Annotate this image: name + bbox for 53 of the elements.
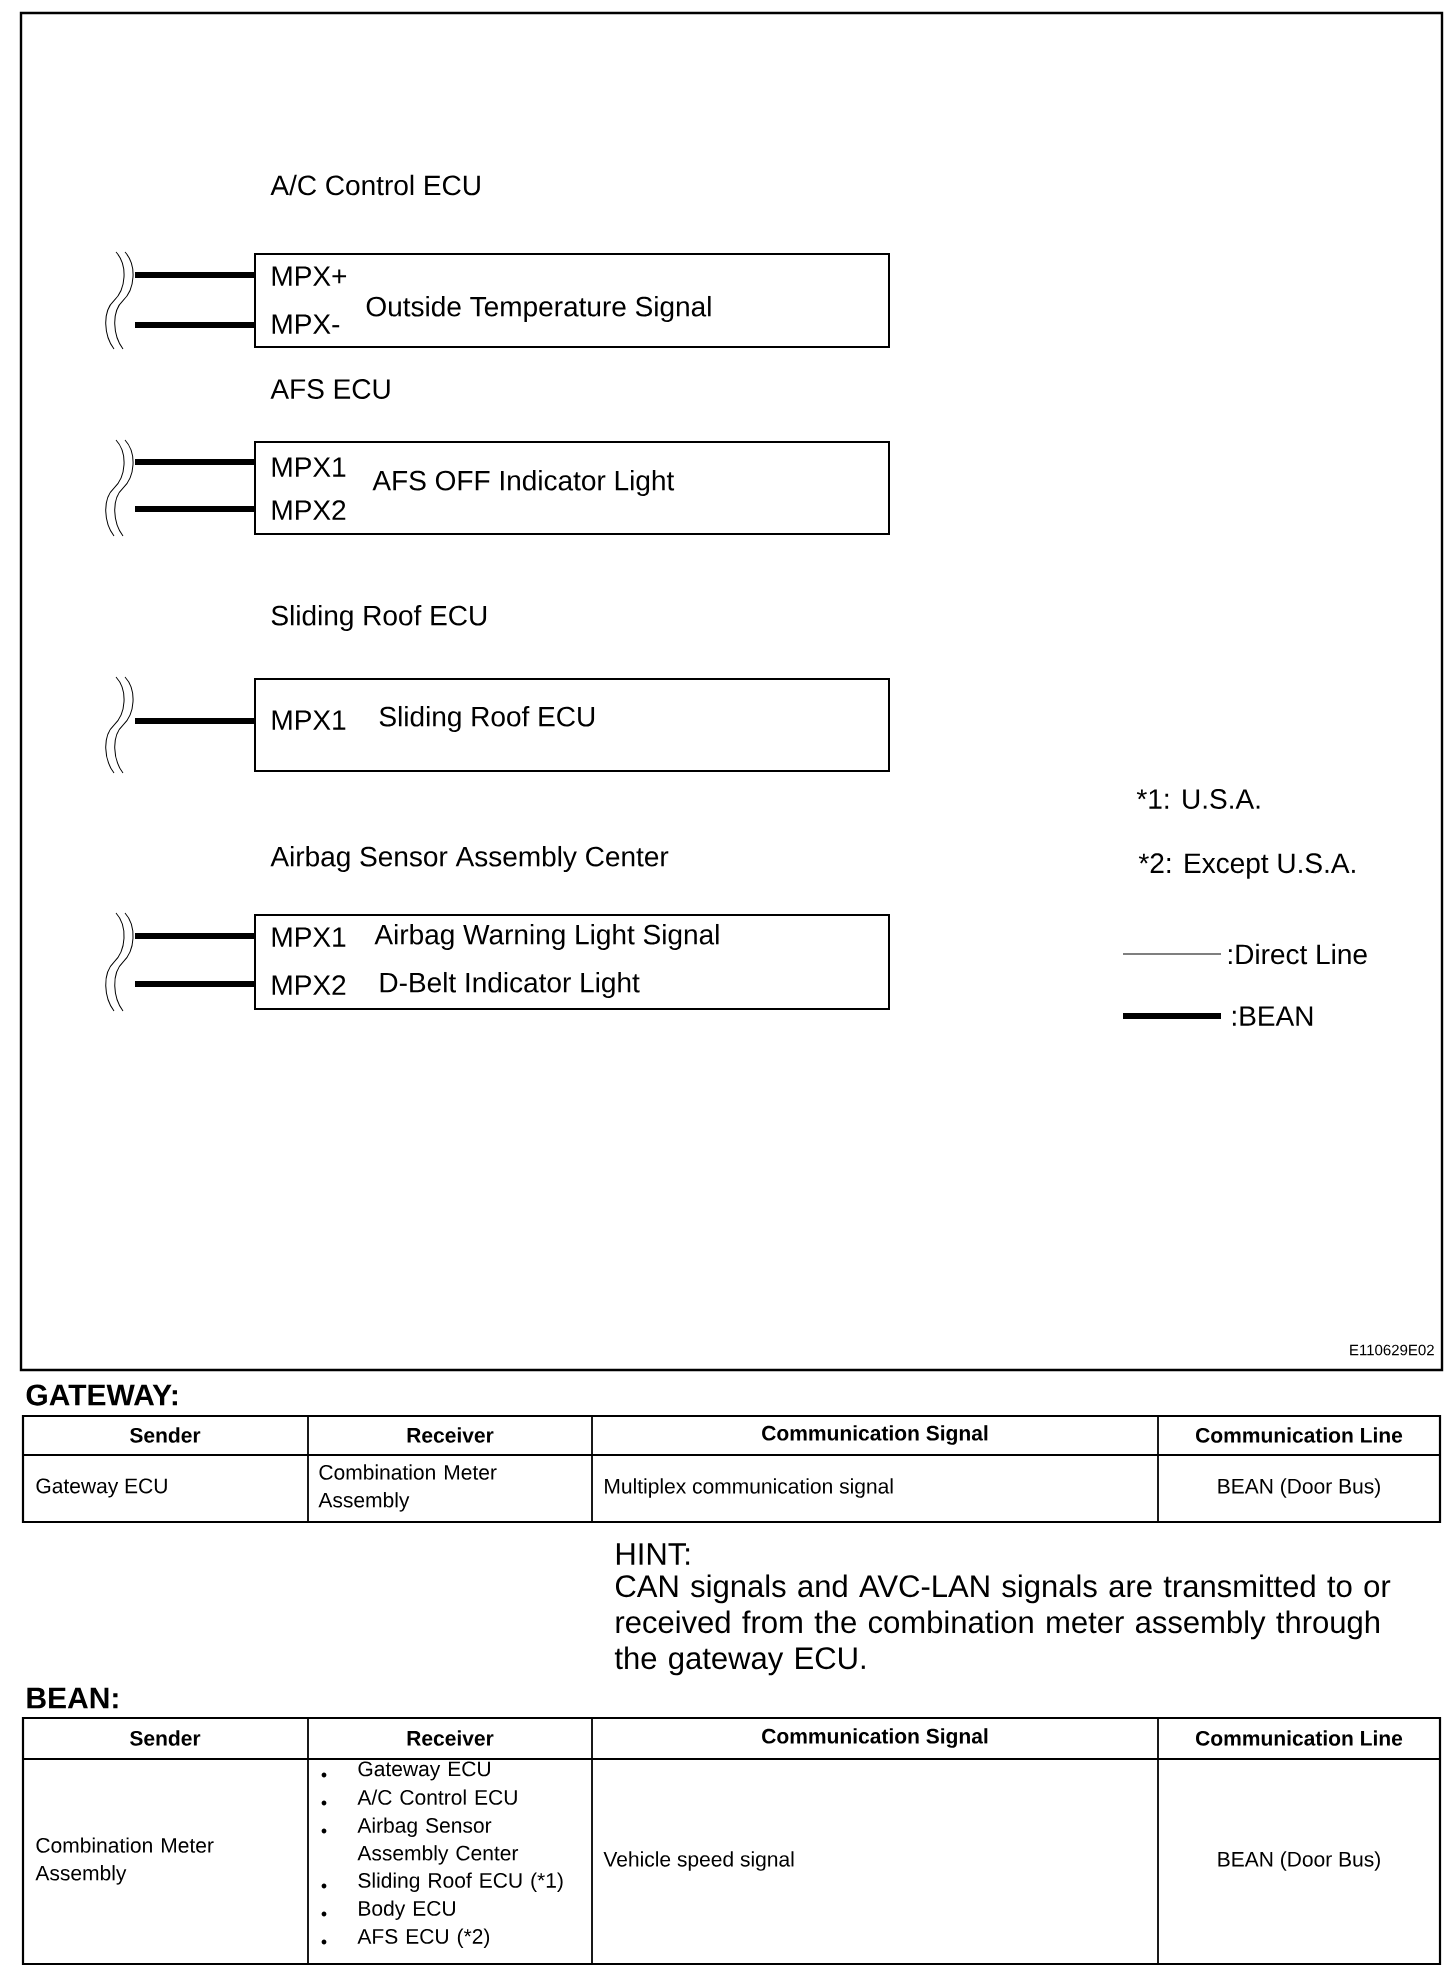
column-header: Sender — [130, 1427, 201, 1443]
box-heading: Sliding Roof ECU — [271, 604, 487, 632]
pin-label: MPX1 — [272, 710, 346, 730]
list-item: AFS ECU (*2) — [321, 1928, 490, 1948]
cell-text: BEAN (Door Bus) — [1218, 1851, 1380, 1871]
list-item: Airbag Sensor Assembly Center — [321, 1817, 519, 1865]
column-header: Receiver — [407, 1730, 494, 1746]
box-heading: Airbag Sensor Assembly Center — [270, 845, 669, 873]
column-header: Communication Line — [1196, 1730, 1403, 1746]
signal-label: Outside Temperature Signal — [366, 295, 711, 323]
footnote: *2: Except U.S.A. — [1138, 853, 1355, 879]
pin-label: MPX1 — [272, 457, 346, 477]
cell-text: BEAN (Door Bus) — [1218, 1478, 1380, 1498]
section-heading: GATEWAY: — [26, 1384, 177, 1406]
column-header: Communication Line — [1196, 1427, 1403, 1443]
column-header: Receiver — [407, 1427, 494, 1443]
wire — [135, 718, 254, 724]
list-item: Sliding Roof ECU (*1) — [321, 1872, 563, 1892]
column-header: Sender — [130, 1730, 201, 1746]
pin-label: MPX2 — [272, 975, 346, 995]
wire — [135, 506, 254, 512]
legend-text: :BEAN — [1233, 1006, 1313, 1026]
wire — [135, 933, 254, 939]
legend-text: :Direct Line — [1229, 943, 1367, 965]
list-item: Body ECU — [321, 1900, 455, 1920]
cell-text: Combination Meter Assembly — [318, 1464, 497, 1512]
hint-text: CAN signals and AVC-LAN signals are transmitted to or received from the combination meter assembly through the gateway ECU. — [614, 1574, 1391, 1676]
figure-code: E110629E02 — [1350, 1344, 1434, 1356]
signal-label: Sliding Roof ECU — [379, 705, 595, 733]
wire — [135, 272, 254, 278]
pin-label: MPX- — [272, 314, 340, 334]
list-item: Gateway ECU — [321, 1761, 490, 1781]
hint-heading: HINT: — [616, 1543, 690, 1565]
signal-label: Airbag Warning Light Signal — [374, 923, 719, 951]
list-item: A/C Control ECU — [321, 1789, 517, 1806]
signal-label: D-Belt Indicator Light — [380, 971, 640, 999]
box-heading: AFS ECU — [270, 379, 390, 399]
box-heading: A/C Control ECU — [270, 174, 480, 196]
signal-label: AFS OFF Indicator Light — [372, 469, 675, 497]
pin-label: MPX+ — [272, 266, 347, 286]
pin-label: MPX2 — [272, 500, 346, 520]
cell-text: Vehicle speed signal — [603, 1851, 794, 1871]
cell-text: Multiplex communication signal — [605, 1478, 893, 1498]
wire — [135, 981, 254, 987]
column-header: Communication Signal — [762, 1728, 988, 1748]
footnote: *1: U.S.A. — [1136, 789, 1260, 809]
column-header: Communication Signal — [762, 1425, 988, 1445]
pin-label: MPX1 — [272, 927, 346, 947]
cell-text: Combination Meter Assembly — [35, 1837, 214, 1885]
wire — [135, 459, 254, 465]
cell-text: Gateway ECU — [36, 1478, 167, 1498]
section-heading: BEAN: — [27, 1687, 118, 1709]
wire — [135, 322, 254, 328]
